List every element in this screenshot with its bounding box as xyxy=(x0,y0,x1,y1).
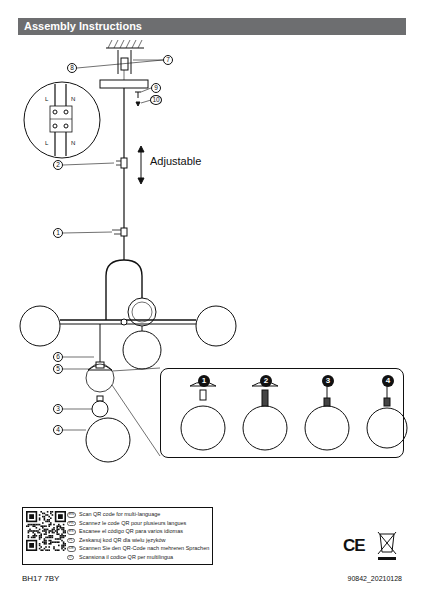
step-illustrations xyxy=(181,376,407,450)
language-line: Scannez le code QR pour plusieurs langue… xyxy=(79,521,186,527)
step-number: 3 xyxy=(322,375,334,387)
suspension-rod xyxy=(112,88,144,260)
callout-number: 9 xyxy=(151,83,161,93)
callout-number: 1 xyxy=(53,228,63,238)
wiring-inset xyxy=(24,82,100,158)
step-number: 4 xyxy=(382,375,394,387)
adjust-note: Adjustable xyxy=(150,156,201,167)
title-text: Assembly Instructions xyxy=(24,21,142,32)
callout-number: 4 xyxy=(53,425,63,435)
qr-code xyxy=(26,511,66,551)
ce-mark: CE xyxy=(343,537,365,554)
code-text: BH17 7BY xyxy=(22,575,59,583)
callout-number: 5 xyxy=(53,364,63,374)
language-line: Scan QR code for multi-language xyxy=(79,512,160,518)
callout-number: 6 xyxy=(53,352,63,362)
wire-label: N xyxy=(70,96,76,102)
language-tag: IT xyxy=(67,555,74,561)
language-tag: DE xyxy=(67,546,76,552)
callout-number: 2 xyxy=(53,160,63,170)
step-number: 1 xyxy=(198,375,210,387)
step-number: 2 xyxy=(260,375,272,387)
language-line: Escanee el código QR para varios idiomas xyxy=(79,529,183,535)
wire-label: L xyxy=(44,140,49,146)
title-bar xyxy=(18,18,406,35)
language-tag: FR xyxy=(67,521,76,527)
callout-number: 8 xyxy=(67,63,77,73)
weee-bin xyxy=(378,532,396,560)
language-tag: ES xyxy=(67,529,76,535)
callout-number: 10 xyxy=(150,95,162,105)
language-tag: PL xyxy=(67,538,75,544)
wire-label: N xyxy=(70,140,76,146)
language-line: Scansiona il codice QR per multilingua xyxy=(79,555,173,561)
qr-language-box: ENScan QR code for multi-languageFRScann… xyxy=(22,507,213,565)
steps-inset: 1 2 3 4 xyxy=(160,368,404,458)
language-tag: EN xyxy=(67,512,76,518)
wire-label: L xyxy=(44,96,49,102)
callout-number: 7 xyxy=(163,55,173,65)
lamp-frame xyxy=(20,260,236,462)
language-line: Zeskanuj kod QR dla wielu języków xyxy=(79,538,166,544)
language-line: Scannen Sie den QR-Code nach mehreren Sp… xyxy=(79,546,209,552)
callout-number: 3 xyxy=(53,404,63,414)
code-text: 90842_20210128 xyxy=(347,575,402,582)
